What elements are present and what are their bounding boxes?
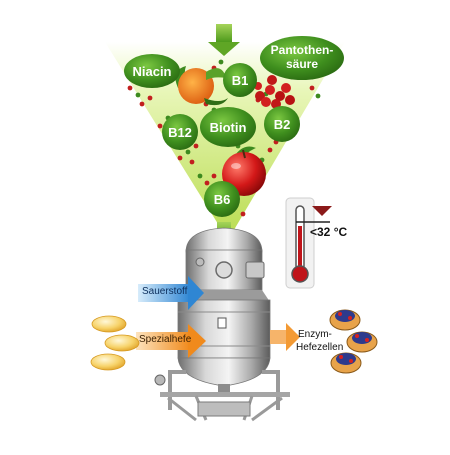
output-label-line1: Enzym-: [298, 329, 332, 340]
pantothen-label-line1: Pantothen-: [271, 43, 334, 57]
top-down-arrow: [208, 24, 240, 56]
b6-label: B6: [214, 192, 231, 207]
oxygen-arrow: [138, 276, 204, 310]
yeast-tablets-icon: [90, 315, 140, 371]
b2-label: B2: [274, 117, 291, 132]
output-label-line2: Hefezellen: [296, 342, 344, 353]
yeast-arrow: [136, 324, 206, 358]
biotin-label: Biotin: [210, 120, 247, 135]
niacin-label: Niacin: [132, 64, 171, 79]
orange-fruit-icon: [175, 66, 228, 106]
thermometer-icon: [285, 197, 332, 289]
oxygen-label: Sauerstoff: [142, 286, 188, 297]
yeast-label: Spezialhefe: [139, 334, 192, 345]
vitamin-bubbles: Niacin B1 Pantothen- säure B12 Biotin B2…: [124, 36, 344, 217]
temperature-label: <32 °C: [310, 225, 347, 239]
berries-icon: [254, 75, 295, 109]
b1-label: B1: [232, 73, 249, 88]
b12-label: B12: [168, 125, 192, 140]
pantothen-label-line2: säure: [286, 57, 318, 71]
output-arrow: [270, 323, 300, 351]
fermenter-tank: [154, 227, 290, 422]
enzyme-yeast-cells-icon: [329, 309, 378, 374]
